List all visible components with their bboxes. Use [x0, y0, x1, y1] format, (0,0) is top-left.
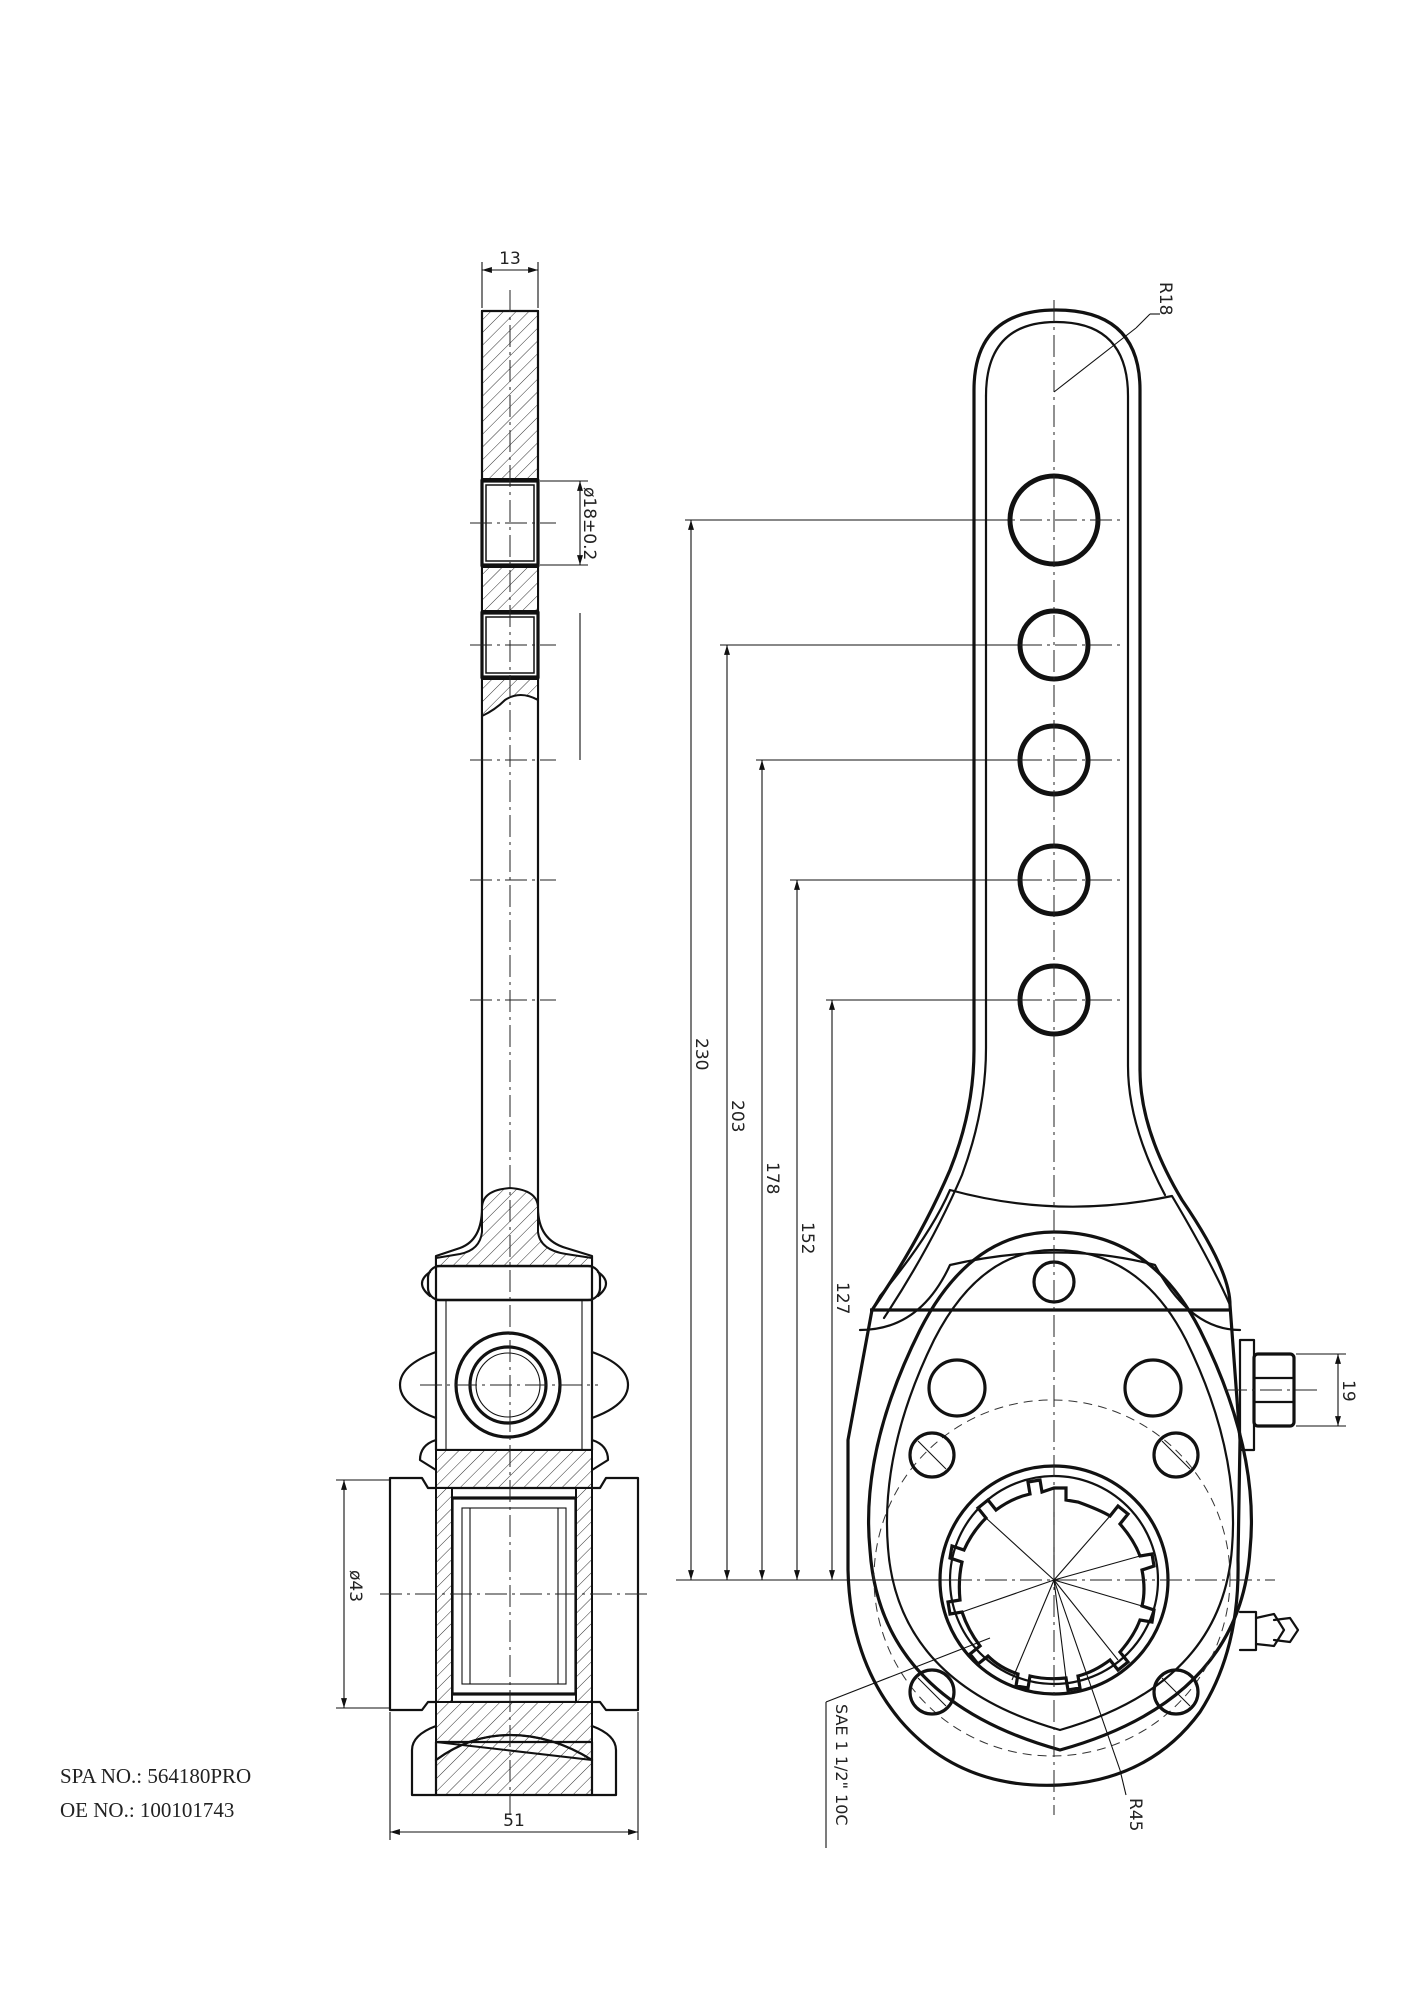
arm-body-outline: [846, 308, 1242, 1787]
dim-178-label: 178: [762, 1162, 782, 1194]
rivet-1: [908, 1431, 956, 1479]
bolt-right: [1123, 1358, 1183, 1418]
spline-bore-section: [450, 1496, 578, 1696]
side-view: [380, 290, 650, 1815]
gear-upper-band: [435, 1449, 593, 1489]
dim-51-label: 51: [503, 1811, 525, 1831]
housing-plate-outer: [866, 1230, 1254, 1752]
front-view-dimensions: R18 230 203 178 152 127 19 R45 SAE 1 1/2…: [676, 282, 1358, 1848]
dim-hole-dia-label: ø18±0.2: [579, 487, 599, 560]
dim-203-label: 203: [727, 1100, 747, 1132]
dim-r18-label: R18: [1155, 282, 1175, 315]
dim-152-label: 152: [797, 1222, 817, 1254]
worm-shaft-boss: [1238, 1338, 1256, 1452]
dim-r45-label: R45: [1125, 1798, 1145, 1831]
housing-top-plate: [434, 1264, 594, 1302]
spa-number: SPA NO.: 564180PRO: [60, 1764, 251, 1788]
housing-plate-inner: [885, 1248, 1235, 1732]
housing-body: [434, 1298, 594, 1452]
dim-230-label: 230: [691, 1038, 711, 1070]
arm-neck-section: [435, 1186, 593, 1267]
rivet-2: [1152, 1431, 1200, 1479]
bolt-left: [927, 1358, 987, 1418]
side-view-dimensions: 13 ø18±0.2 ø43 51: [336, 249, 639, 1840]
rivet-3: [908, 1668, 956, 1716]
housing-bottom: [434, 1740, 594, 1797]
dim-19-label: 19: [1338, 1380, 1358, 1402]
front-view: [845, 300, 1320, 1815]
rivet-4: [1152, 1668, 1200, 1716]
spline-spec-label: SAE 1 1/2" 10C: [832, 1704, 851, 1826]
oe-number: OE NO.: 100101743: [60, 1798, 234, 1822]
bolt-circle: [873, 1399, 1231, 1757]
spline-teeth: [946, 1478, 1156, 1692]
dim-127-label: 127: [832, 1282, 852, 1314]
hub-outline: [388, 1476, 640, 1712]
dim-13-label: 13: [499, 249, 521, 269]
dim-43-label: ø43: [345, 1570, 365, 1602]
